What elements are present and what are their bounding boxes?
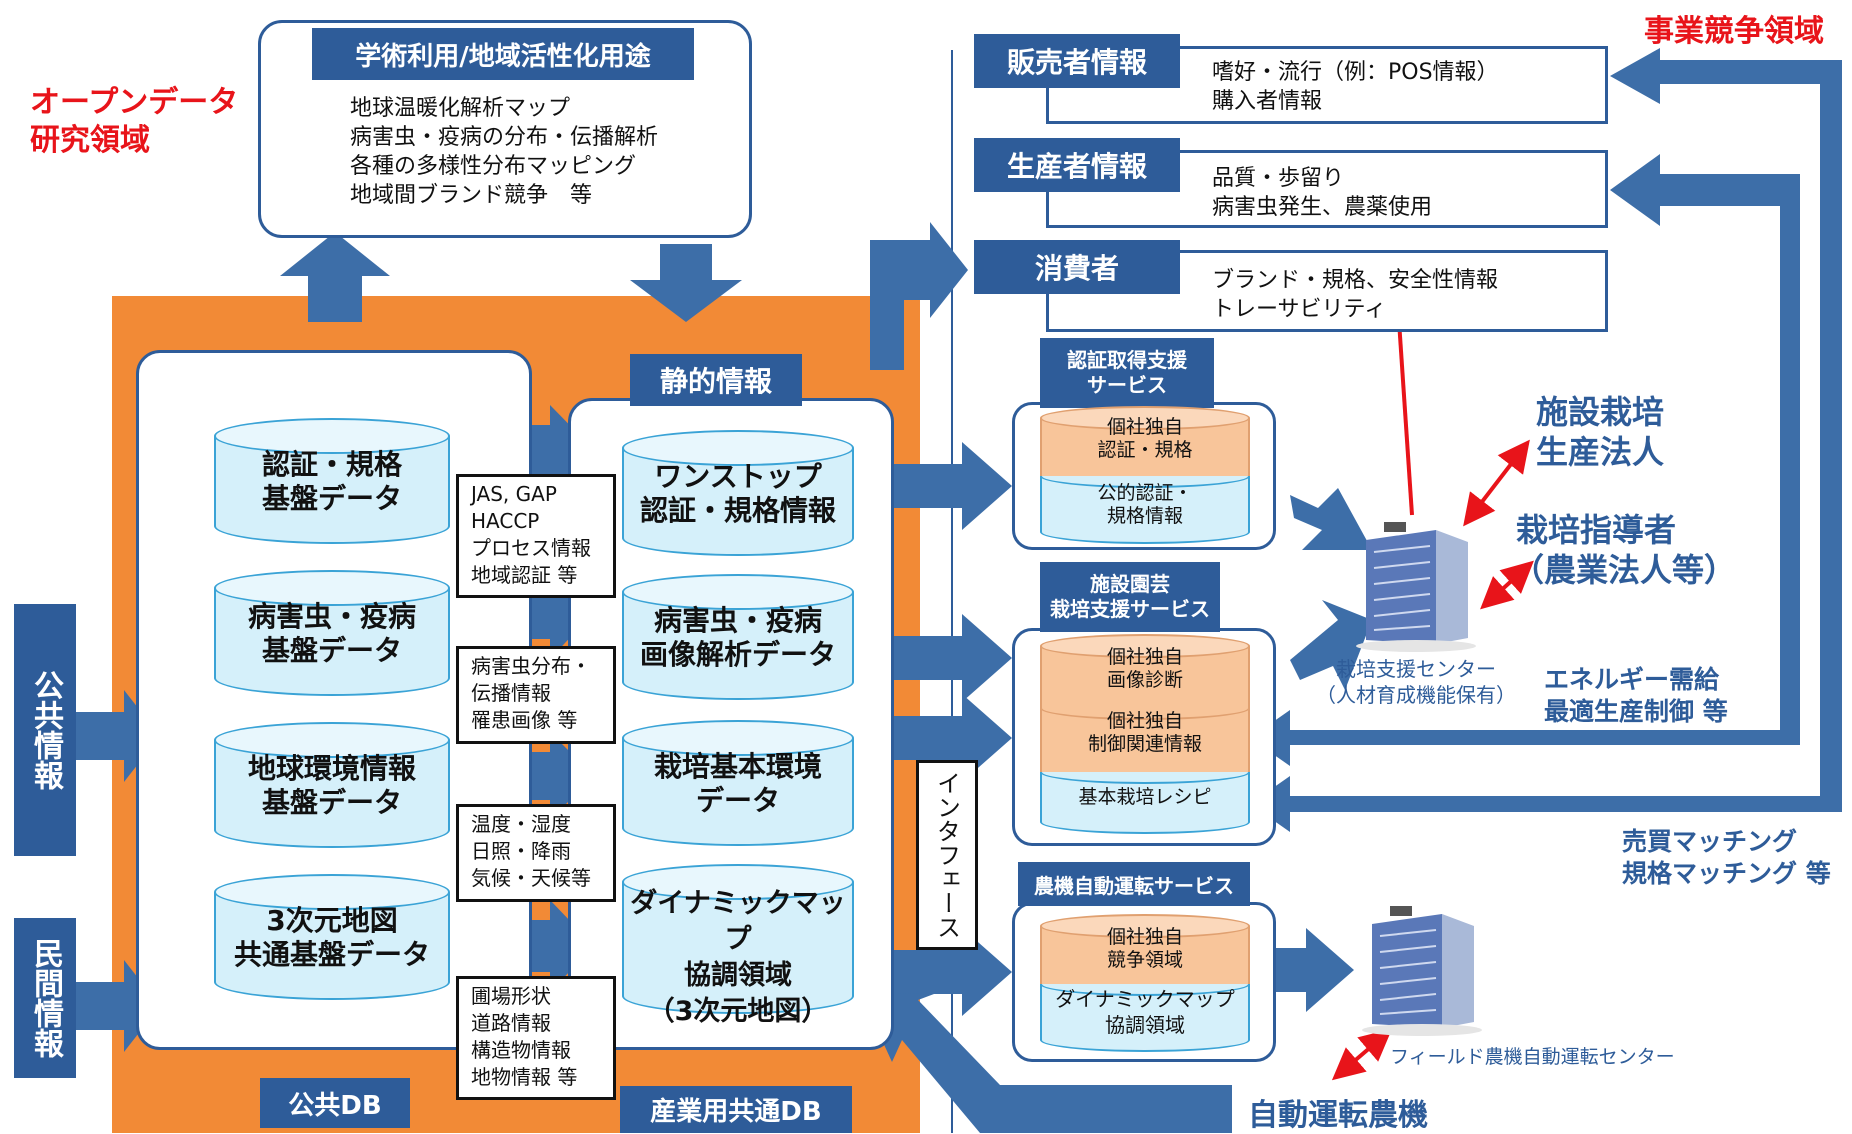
consumer-info-header: 消費者 [974, 240, 1180, 294]
auto-machine-service-header: 農機自動運転サービス [1018, 862, 1250, 906]
cyl-onestop-cert: ワンストップ認証・規格情報 [622, 430, 854, 556]
academic-line: 各種の多様性分布マッピング [350, 154, 637, 179]
academic-use-header: 学術利用/地域活性化用途 [312, 28, 694, 80]
open-data-title: オープンデータ 研究領域 [30, 84, 238, 160]
facility-producer-label: 施設栽培生産法人 [1536, 393, 1665, 471]
open-data-title-line2: 研究領域 [30, 123, 150, 158]
seller-info-header: 販売者情報 [974, 34, 1180, 88]
instructor-label: 栽培指導者（農業法人等） [1512, 511, 1737, 589]
cert-support-layers: 個社独自認証・規格 公的認証・規格情報 [1040, 406, 1250, 544]
field-center-building-icon [1362, 906, 1482, 1036]
cyl-cultivation-env: 栽培基本環境データ [622, 720, 854, 846]
academic-line: 病害虫・疫病の分布・伝播解析 [350, 125, 659, 150]
public-info-label: 公共情報 [14, 604, 76, 856]
public-db-label: 公共DB [260, 1078, 410, 1128]
cyl-pest-image-analysis: 病害虫・疫病画像解析データ [622, 574, 854, 700]
energy-control-label: エネルギー需給最適生産制御 等 [1544, 665, 1728, 726]
open-data-title-line1: オープンデータ [30, 85, 239, 120]
auto-machine-layers: 個社独自競争領域 ダイナミックマップ協調領域 [1040, 914, 1250, 1052]
mid-box-climate: 温度・湿度日照・降雨気候・天候等 [456, 804, 616, 902]
cyl-cert-standard-base: 認証・規格基盤データ [214, 418, 450, 544]
academic-use-list: 地球温暖化解析マップ 病害虫・疫病の分布・伝播解析 各種の多様性分布マッピング … [350, 94, 658, 210]
facility-support-layers: 個社独自画像診断 個社独自制御関連情報 基本栽培レシピ [1040, 634, 1250, 834]
support-center-building-icon [1356, 522, 1476, 652]
red-arrow-consumer [1383, 298, 1416, 516]
cyl-dynamic-map: ダイナミックマップ協調領域（3次元地図） [622, 864, 854, 1027]
academic-line: 地域間ブランド競争 等 [350, 183, 593, 208]
industry-db-label: 産業用共通DB [620, 1086, 852, 1133]
down-arrow-static [630, 244, 742, 322]
seller-info-list: 嗜好・流行（例：POS情報）購入者情報 [1212, 60, 1499, 114]
mid-box-pest: 病害虫分布・伝播情報罹患画像 等 [456, 646, 616, 744]
red-arrow-instructor [1480, 560, 1534, 610]
mid-box-field: 圃場形状道路情報構造物情報地物情報 等 [456, 976, 616, 1100]
bent-arrow-consumer [870, 222, 968, 370]
auto-machine-label: 自動運転農機 [1248, 1098, 1428, 1133]
cyl-earth-env-base: 地球環境情報基盤データ [214, 722, 450, 848]
facility-support-service-header: 施設園芸栽培支援サービス [1040, 562, 1220, 632]
support-center-label: 栽培支援センター（人材育成機能保有） [1316, 657, 1516, 707]
producer-info-list: 品質・歩留り病害虫発生、農薬使用 [1212, 166, 1433, 220]
red-arrow-facility [1463, 439, 1530, 527]
consumer-info-list: ブランド・規格、安全性情報トレーサビリティ [1212, 268, 1499, 322]
cyl-pest-disease-base: 病害虫・疫病基盤データ [214, 570, 450, 696]
interface-box: インタフェース [916, 760, 978, 950]
matching-label: 売買マッチング規格マッチング 等 [1622, 827, 1831, 888]
cyl-3d-map-base: 3次元地図共通基盤データ [214, 874, 450, 1000]
producer-info-header: 生産者情報 [974, 138, 1180, 192]
up-arrow-academic [280, 232, 390, 322]
private-info-label: 民間情報 [14, 918, 76, 1078]
static-info-header: 静的情報 [630, 354, 802, 406]
return-arrow-auto [860, 992, 1232, 1133]
cert-support-service-header: 認証取得支援サービス [1040, 338, 1214, 408]
business-competition-title: 事業競争領域 [1644, 14, 1824, 49]
academic-line: 地球温暖化解析マップ [350, 96, 571, 121]
red-arrow-field [1331, 1028, 1393, 1081]
field-center-label: フィールド農機自動運転センター [1390, 1046, 1675, 1068]
